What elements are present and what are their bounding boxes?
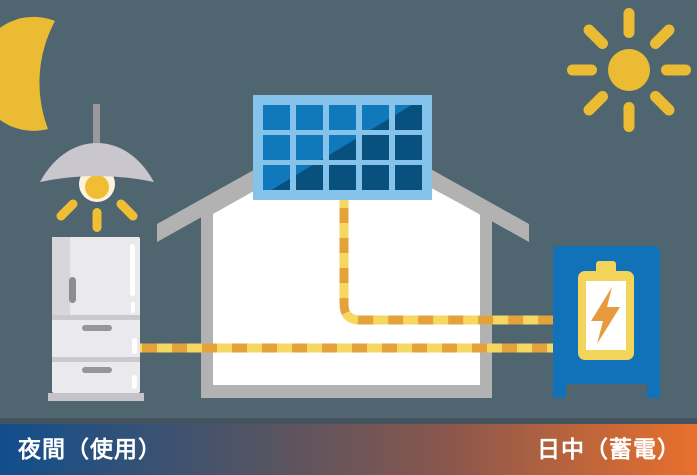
moon-icon	[0, 16, 55, 131]
timeline-bar-shadow	[0, 418, 697, 424]
timeline-bar: 夜間（使用） 日中（蓄電）	[0, 424, 697, 475]
solar-panel-icon	[253, 95, 432, 200]
scene-illustration	[0, 8, 691, 401]
lightning-bolt-icon	[591, 287, 620, 344]
day-label: 日中（蓄電）	[537, 436, 681, 462]
night-label: 夜間（使用）	[18, 436, 162, 462]
sun-icon	[567, 8, 691, 132]
cable-panel-to-battery	[339, 200, 558, 325]
battery-icon	[553, 246, 660, 398]
refrigerator-icon	[48, 237, 144, 401]
lamp-icon	[40, 104, 154, 232]
light-rays-icon	[56, 199, 138, 232]
